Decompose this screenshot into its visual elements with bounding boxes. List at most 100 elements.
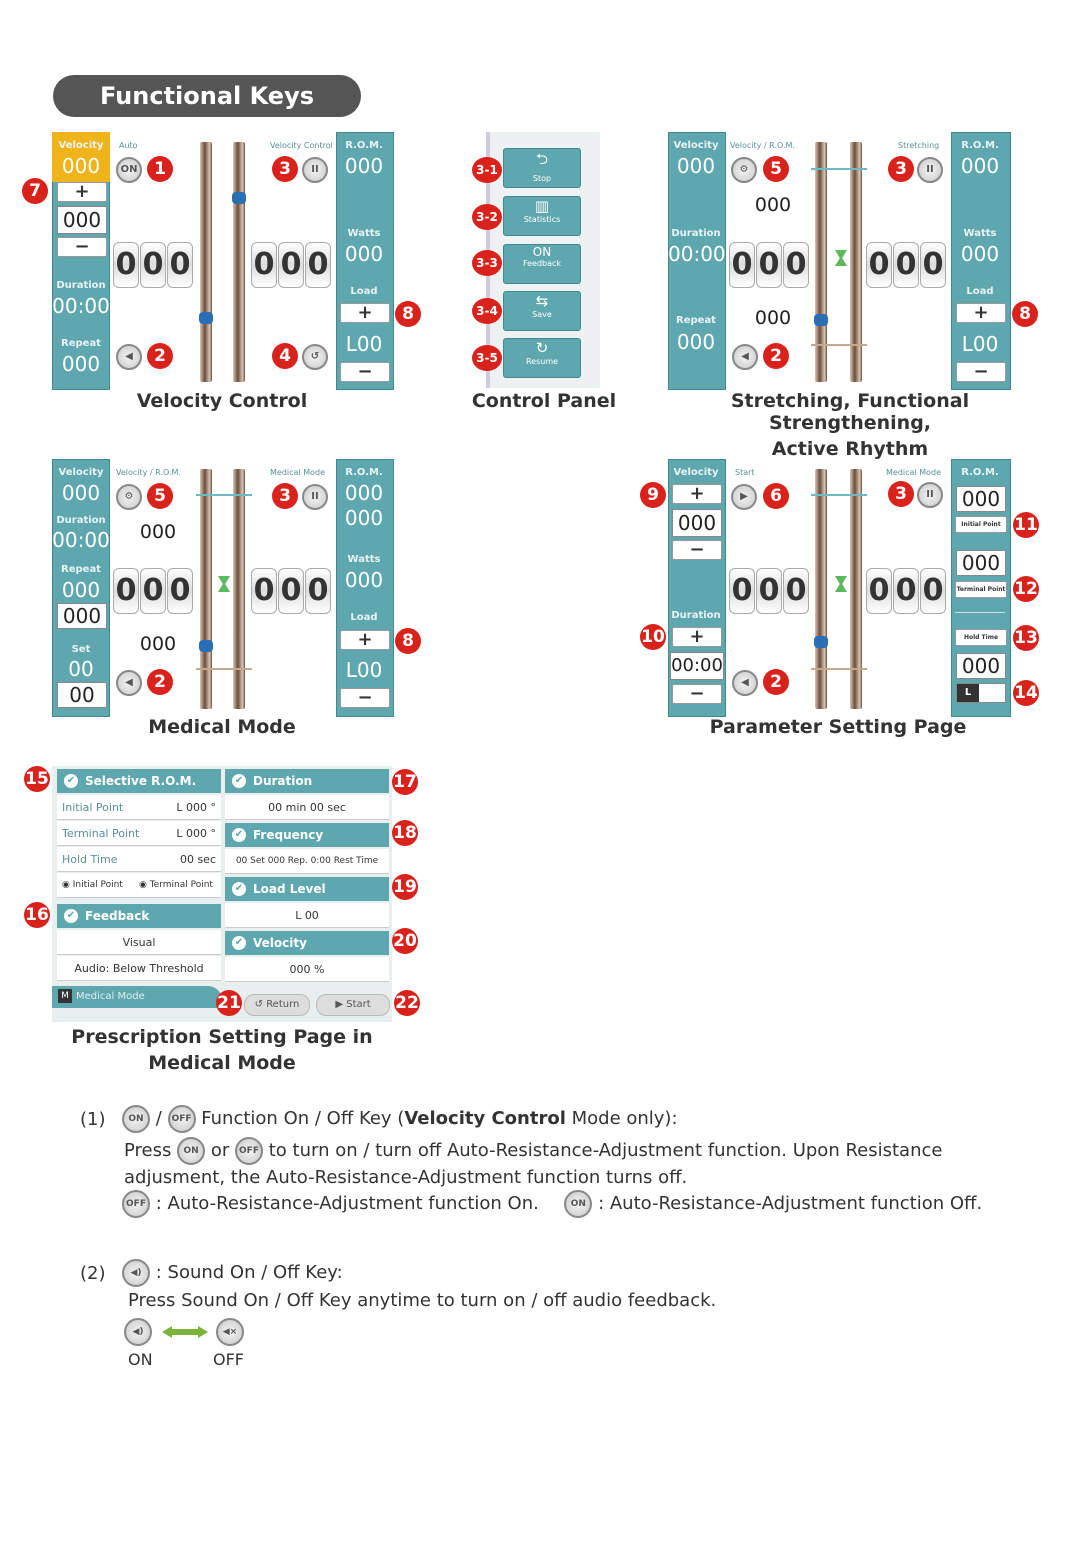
left-rail-knob[interactable]: [814, 636, 828, 648]
left-rail-knob[interactable]: [814, 314, 828, 326]
para-1-number: (1): [80, 1109, 106, 1130]
reset-icon[interactable]: ↺: [302, 344, 328, 370]
terminal-point-input[interactable]: 000: [956, 550, 1006, 576]
load-level-row[interactable]: L 00: [225, 903, 389, 928]
velocity-label: Velocity: [673, 467, 719, 478]
badge-13: 13: [1013, 625, 1039, 651]
velocity-input[interactable]: 000: [672, 509, 722, 537]
statistics-button[interactable]: ▥Statistics: [503, 196, 581, 236]
initial-point-input[interactable]: 000: [956, 486, 1006, 512]
velocity-rom-label: Velocity / R.O.M.: [116, 468, 181, 477]
sound-icon[interactable]: ◀: [732, 670, 758, 696]
stop-button[interactable]: ⮌Stop: [503, 148, 581, 188]
play-icon[interactable]: ▶: [731, 484, 757, 510]
set-input[interactable]: 00: [57, 682, 107, 708]
velocity-plus-button[interactable]: +: [672, 484, 722, 504]
badge-2: 2: [147, 343, 173, 369]
duration-input[interactable]: 00:00: [670, 652, 724, 680]
pause-icon[interactable]: II: [302, 157, 328, 183]
return-icon: ↺: [254, 999, 267, 1010]
sound-icon[interactable]: ◀: [732, 344, 758, 370]
selective-rom-header[interactable]: ✔Selective R.O.M.: [57, 769, 221, 793]
title-text: Function On / Off Key (: [201, 1108, 405, 1129]
divider: [955, 612, 1005, 613]
digit-drum: 0: [113, 568, 139, 614]
caption-velocity-control: Velocity Control: [136, 390, 308, 412]
pause-icon[interactable]: II: [917, 482, 943, 508]
radio-terminal[interactable]: ◉ Terminal Point: [139, 880, 213, 890]
frequency-header[interactable]: ✔Frequency: [225, 823, 389, 847]
auto-on-button[interactable]: ON: [116, 157, 142, 183]
duration-plus-button[interactable]: +: [672, 627, 722, 647]
badge-19: 19: [392, 874, 418, 900]
sound-icon[interactable]: ◀: [116, 670, 142, 696]
load-level-header[interactable]: ✔Load Level: [225, 877, 389, 901]
badge-5: 5: [147, 483, 173, 509]
set-label: Set: [71, 644, 91, 655]
start-button[interactable]: ▶ Start: [316, 994, 390, 1016]
duration-minus-button[interactable]: −: [672, 684, 722, 704]
return-button[interactable]: ↺ Return: [244, 994, 310, 1016]
row-label: Initial Point: [62, 801, 124, 814]
hold-time-input[interactable]: 000: [956, 653, 1006, 679]
terminal-point-button[interactable]: Terminal Point: [955, 581, 1007, 598]
velocity-header[interactable]: ✔Velocity: [225, 931, 389, 955]
digit-drum: 0: [920, 568, 946, 614]
velocity-minus-button[interactable]: −: [672, 540, 722, 560]
caption-line: Prescription Setting Page in: [71, 1026, 373, 1048]
left-panel: [52, 459, 110, 717]
duration-header[interactable]: ✔Duration: [225, 769, 389, 793]
resume-button[interactable]: ↻Resume: [503, 338, 581, 378]
radio-initial[interactable]: ◉ Initial Point: [62, 880, 123, 890]
repeat-input[interactable]: 000: [57, 603, 107, 629]
left-rail-knob[interactable]: [199, 640, 213, 652]
on-caption: ON: [128, 1350, 153, 1369]
section-title: Functional Keys: [53, 75, 361, 117]
badge-8: 8: [395, 628, 421, 654]
load-plus-button[interactable]: +: [340, 303, 390, 323]
gear-icon[interactable]: ⚙: [731, 157, 757, 183]
load-plus-button[interactable]: +: [956, 303, 1006, 323]
duration-row[interactable]: 00 min 00 sec: [225, 795, 389, 820]
velocity-plus-button[interactable]: +: [57, 182, 107, 202]
sound-off-icon: ◀×: [216, 1318, 244, 1346]
velocity-row[interactable]: 000 %: [225, 957, 389, 982]
velocity-value: 000: [61, 481, 101, 505]
pause-icon[interactable]: II: [917, 157, 943, 183]
medical-mode-label: Medical Mode: [886, 468, 941, 477]
digit-drum: 0: [893, 568, 919, 614]
right-rail: [850, 142, 862, 382]
frequency-row[interactable]: 00 Set 000 Rep. 0:00 Rest Time: [225, 849, 389, 874]
sound-icon[interactable]: ◀: [116, 344, 142, 370]
load-minus-button[interactable]: −: [340, 362, 390, 382]
initial-point-button[interactable]: Initial Point: [955, 516, 1007, 533]
badge-3-5: 3-5: [472, 345, 502, 371]
save-button[interactable]: ⇆Save: [503, 291, 581, 331]
gear-icon[interactable]: ⚙: [116, 484, 142, 510]
load-minus-button[interactable]: −: [340, 688, 390, 708]
velocity-input[interactable]: 000: [57, 206, 107, 234]
feedback-header[interactable]: ✔Feedback: [57, 904, 221, 928]
load-plus-button[interactable]: +: [340, 630, 390, 650]
check-icon: ✔: [64, 909, 78, 923]
load-minus-button[interactable]: −: [956, 362, 1006, 382]
badge-2: 2: [763, 669, 789, 695]
left-rail-knob[interactable]: [199, 312, 213, 324]
badge-1: 1: [147, 156, 173, 182]
badge-7: 7: [22, 178, 48, 204]
velocity-minus-button[interactable]: −: [57, 237, 107, 257]
badge-3: 3: [888, 156, 914, 182]
right-rail-knob[interactable]: [232, 192, 246, 204]
check-icon: ✔: [232, 882, 246, 896]
badge-12: 12: [1013, 576, 1039, 602]
hold-time-button[interactable]: Hold Time: [955, 629, 1007, 646]
pause-icon[interactable]: II: [302, 484, 328, 510]
side-toggle[interactable]: L: [956, 683, 1006, 703]
visual-row[interactable]: Visual: [57, 930, 221, 955]
audio-row[interactable]: Audio: Below Threshold: [57, 956, 221, 981]
